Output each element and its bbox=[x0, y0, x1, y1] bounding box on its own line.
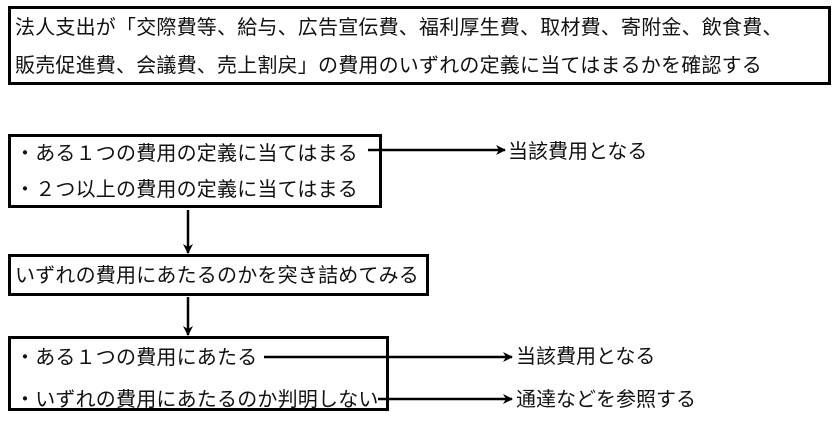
step2-text: いずれの費用にあたるのかを突き詰めてみる bbox=[15, 263, 419, 287]
step1-outcome-label: 当該費用となる bbox=[508, 139, 648, 163]
step1-item-2: ・２つ以上の費用の定義に当てはまる bbox=[15, 177, 358, 201]
step3-item-2: ・いずれの費用にあたるのか判明しない bbox=[15, 387, 379, 411]
step3-outcome-label-1: 当該費用となる bbox=[516, 344, 656, 368]
step3-item-1: ・ある１つの費用にあたる bbox=[15, 345, 258, 369]
header-box: 法人支出が「交際費等、給与、広告宣伝費、福利厚生費、取材費、寄附金、飲食費、 販… bbox=[8, 6, 831, 85]
step3-box: ・ある１つの費用にあたる ・いずれの費用にあたるのか判明しない bbox=[8, 336, 389, 411]
step1-box: ・ある１つの費用の定義に当てはまる ・２つ以上の費用の定義に当てはまる bbox=[8, 134, 382, 208]
step2-box: いずれの費用にあたるのかを突き詰めてみる bbox=[8, 254, 429, 296]
header-line-1: 法人支出が「交際費等、給与、広告宣伝費、福利厚生費、取材費、寄附金、飲食費、 bbox=[15, 15, 783, 39]
step3-outcome-label-2: 通達などを参照する bbox=[516, 387, 696, 411]
header-line-2: 販売促進費、会議費、売上割戻」の費用のいずれの定義に当てはまるかを確認する bbox=[15, 53, 762, 77]
step1-item-1: ・ある１つの費用の定義に当てはまる bbox=[15, 141, 358, 165]
